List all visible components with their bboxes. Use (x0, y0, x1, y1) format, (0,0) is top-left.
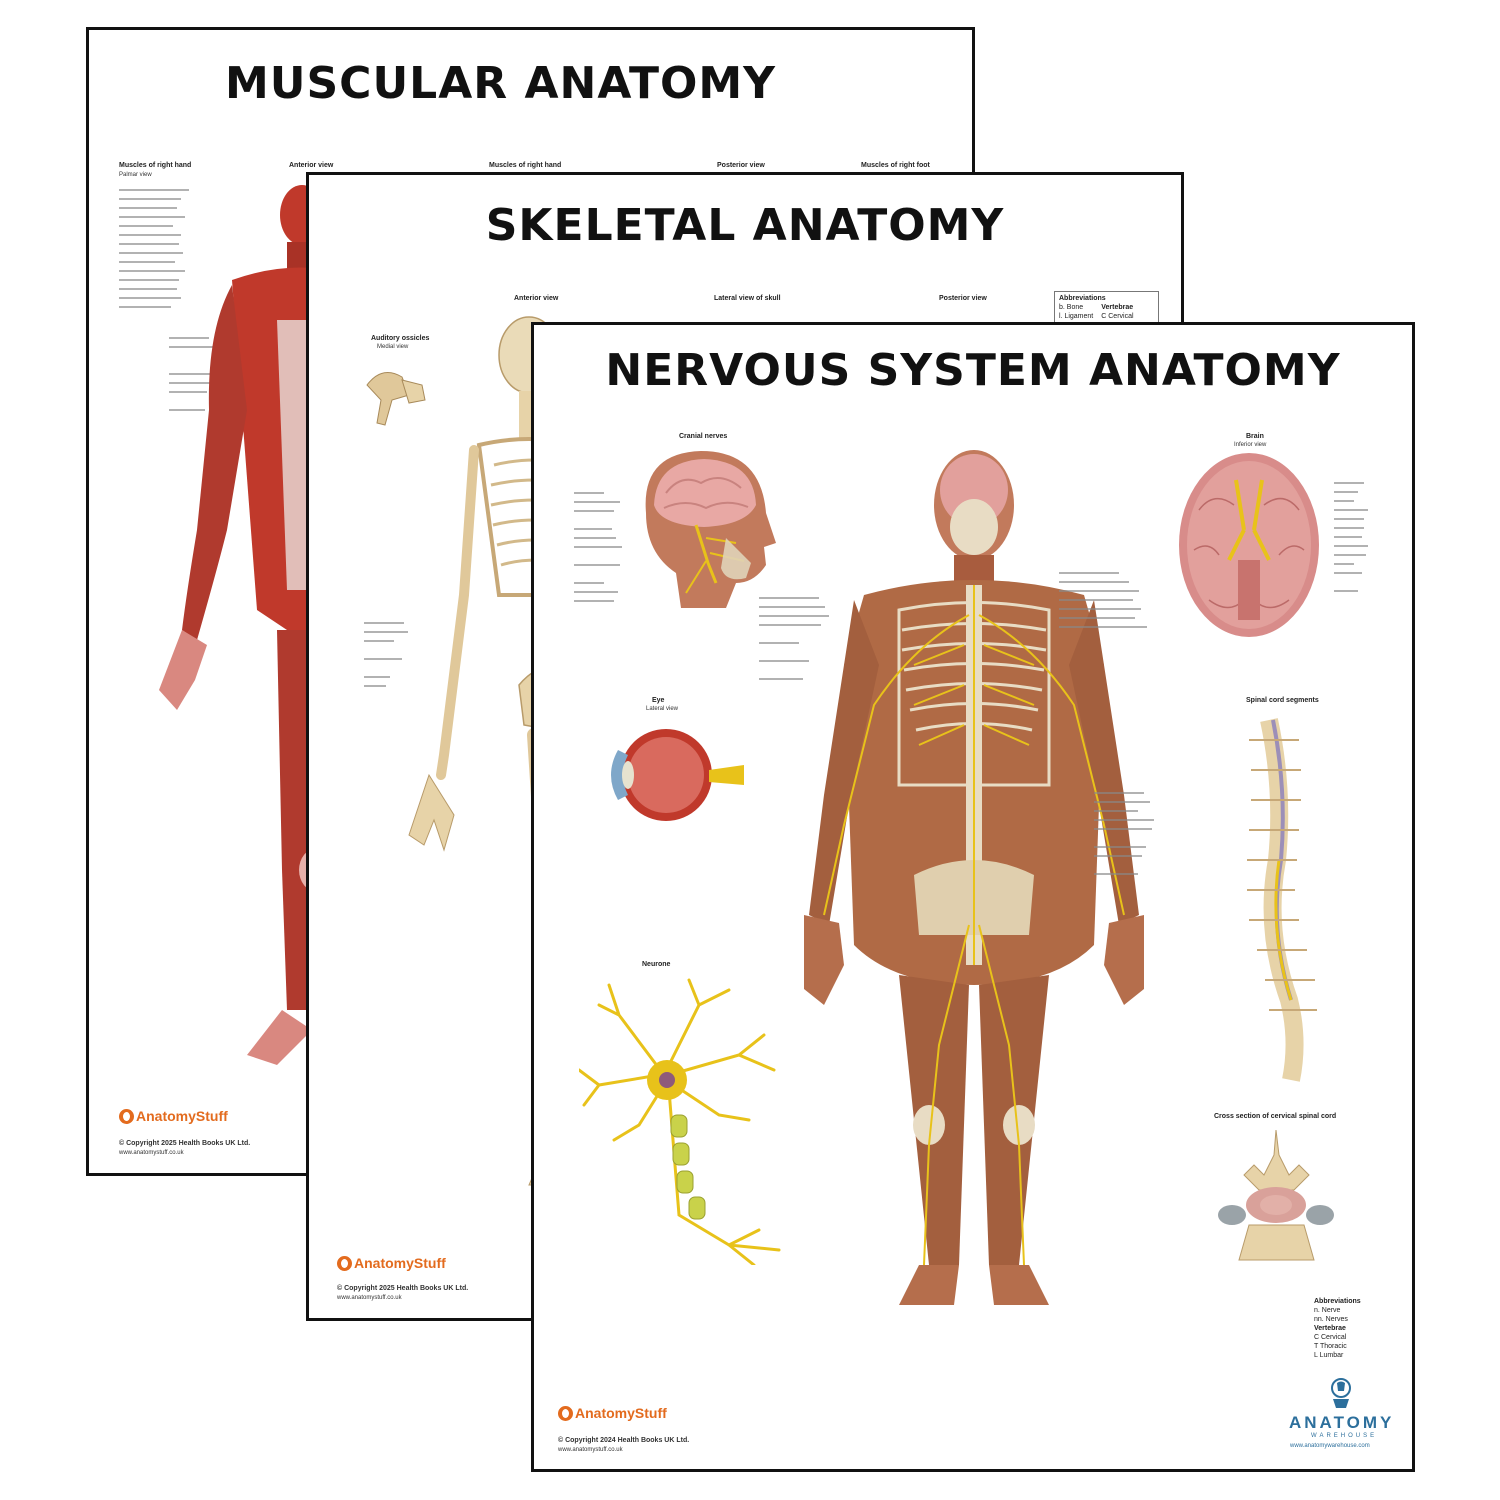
section-label: Muscles of right foot (861, 162, 930, 169)
section-sublabel: Palmar view (119, 172, 152, 178)
spinal-cord-segments-illustration (1247, 718, 1317, 1082)
eye-illustration (611, 729, 744, 821)
poster-title: MUSCULAR ANATOMY (224, 58, 777, 109)
brand-logo: AnatomyStuff (119, 1108, 228, 1124)
copyright-text: © Copyright 2025 Health Books UK Ltd. (119, 1140, 251, 1147)
section-label: Muscles of right hand (489, 162, 562, 169)
section-label: Anterior view (289, 162, 334, 169)
abbreviations-box: Abbreviations n. Nerve nn. Nerves Verteb… (1314, 1297, 1361, 1360)
section-label: Neurone (642, 961, 671, 968)
section-label: Eye (652, 697, 665, 704)
poster-nervous-system-anatomy: NERVOUS SYSTEM ANATOMY Cranial nerves Br… (531, 322, 1415, 1472)
abbreviation-item: l. Ligament (1059, 313, 1094, 320)
brand-logo: AnatomyStuff (337, 1255, 446, 1271)
section-sublabel: Medial view (377, 344, 409, 350)
label-list (169, 330, 219, 418)
website-text: www.anatomystuff.co.uk (558, 1447, 623, 1453)
section-sublabel: Lateral view (646, 706, 679, 712)
brain-inferior-illustration (1179, 453, 1319, 637)
section-label: Anterior view (514, 295, 559, 302)
cervical-cross-section-illustration (1218, 1129, 1334, 1261)
copyright-text: © Copyright 2025 Health Books UK Ltd. (337, 1285, 469, 1292)
anatomy-warehouse-name: ANATOMY (1289, 1413, 1395, 1432)
abbreviation-item: C Cervical (1314, 1334, 1347, 1341)
label-list (574, 485, 624, 609)
section-label: Posterior view (939, 295, 987, 302)
abbreviation-item: L Lumbar (1314, 1352, 1344, 1359)
label-list (1059, 565, 1149, 1004)
auditory-ossicles-illustration (366, 372, 426, 426)
label-list (119, 182, 189, 315)
nervous-system-body-illustration (804, 450, 1144, 1305)
abbreviation-item: nn. Nerves (1314, 1316, 1348, 1323)
section-sublabel: Inferior view (1234, 442, 1267, 448)
website-text: www.anatomystuff.co.uk (119, 1150, 184, 1156)
abbreviation-item: T Thoracic (1314, 1343, 1347, 1350)
poster-title: NERVOUS SYSTEM ANATOMY (605, 345, 1341, 396)
label-list (1094, 785, 1164, 882)
section-label: Cranial nerves (679, 433, 728, 440)
anatomy-warehouse-logo-icon (1331, 1378, 1351, 1408)
abbreviations-heading: Abbreviations (1314, 1298, 1361, 1305)
abbreviation-item: C Cervical (1101, 313, 1134, 320)
website-text: www.anatomystuff.co.uk (337, 1295, 402, 1301)
section-label: Lateral view of skull (714, 295, 781, 302)
vertebrae-heading: Vertebrae (1101, 304, 1134, 311)
section-label: Spinal cord segments (1246, 697, 1319, 704)
anatomy-warehouse-website: www.anatomywarehouse.com (1290, 1443, 1370, 1449)
section-label: Muscles of right hand (119, 162, 192, 169)
section-label: Brain (1246, 433, 1264, 440)
section-label: Auditory ossicles (371, 335, 430, 342)
section-label: Cross section of cervical spinal cord (1214, 1113, 1337, 1120)
brand-logo: AnatomyStuff (558, 1405, 667, 1421)
copyright-text: © Copyright 2024 Health Books UK Ltd. (558, 1437, 690, 1444)
label-list (364, 615, 414, 694)
section-label: Posterior view (717, 162, 765, 169)
cranial-nerves-head-illustration (645, 451, 776, 608)
neurone-illustration (579, 978, 781, 1265)
poster-title: SKELETAL ANATOMY (485, 200, 1005, 251)
abbreviations-heading: Abbreviations (1059, 295, 1106, 302)
label-list (1334, 475, 1374, 599)
vertebrae-heading: Vertebrae (1314, 1325, 1346, 1332)
abbreviation-item: n. Nerve (1314, 1307, 1341, 1314)
label-list (759, 590, 829, 687)
anatomy-warehouse-sub: WAREHOUSE (1311, 1433, 1378, 1439)
abbreviations-box: Abbreviations b. Bone l. Ligament Verteb… (1054, 291, 1159, 324)
abbreviation-item: b. Bone (1059, 304, 1084, 311)
